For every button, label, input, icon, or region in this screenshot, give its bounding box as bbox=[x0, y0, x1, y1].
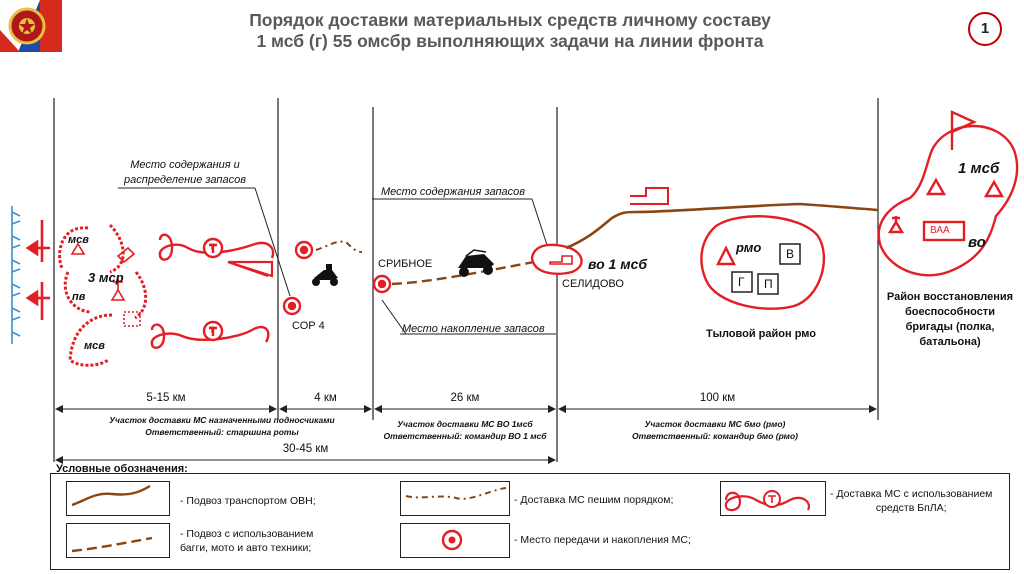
legend-foot-swatch bbox=[400, 481, 510, 516]
legend-point-text: - Место передачи и накопления МС; bbox=[514, 534, 691, 546]
sribnoe-label: СРИБНОЕ bbox=[378, 258, 433, 270]
distance-26: 26 км bbox=[450, 392, 480, 404]
storage-label: Место содержания запасов bbox=[381, 186, 525, 198]
accumulation-label: Место накопление запасов bbox=[402, 323, 545, 335]
title-line-1: Порядок доставки материальных средств ли… bbox=[249, 10, 771, 30]
vo-label: во bbox=[968, 234, 986, 251]
legend-uav-swatch bbox=[720, 481, 826, 516]
msr3-label: 3 мср bbox=[88, 270, 124, 285]
legend-title: Условные обозначения: bbox=[56, 463, 188, 475]
building-v-label: В bbox=[786, 247, 795, 261]
storage-distribution-label: Место содержания и распределение запасов bbox=[124, 159, 246, 186]
legend-point-swatch bbox=[400, 523, 510, 558]
buggy-route bbox=[391, 260, 535, 286]
legend-buggy-text: - Подвоз с использованием багги, мото и … bbox=[180, 528, 314, 554]
legend-foot-text: - Доставка МС пешим порядком; bbox=[514, 494, 674, 506]
legend-buggy-swatch bbox=[66, 523, 170, 558]
distance-arrows bbox=[55, 405, 877, 464]
distance-total: 30-45 км bbox=[282, 443, 329, 455]
uav-mark-top: Т bbox=[209, 242, 215, 252]
building-g-label: Г bbox=[738, 275, 745, 289]
page-number-badge: 1 bbox=[968, 12, 1002, 46]
vo-1msb-label: во 1 мсб bbox=[588, 256, 648, 272]
restoration-label: Район восстановления боеспособности бриг… bbox=[886, 291, 1014, 348]
building-letters-label: ВАА bbox=[930, 225, 950, 236]
legend-ovn-swatch bbox=[66, 481, 170, 516]
moto-icon bbox=[312, 264, 338, 286]
rear-area-rmo bbox=[700, 215, 826, 310]
foot-route bbox=[315, 240, 363, 253]
section-3-text: Участок доставки МС бмо (рмо) Ответствен… bbox=[632, 419, 798, 441]
uav-route-top bbox=[158, 233, 275, 261]
msb1-label: 1 мсб bbox=[958, 160, 1000, 177]
front-arrows bbox=[25, 220, 50, 320]
distance-4: 4 км bbox=[314, 392, 337, 404]
building-p-label: П bbox=[764, 277, 773, 291]
front-line bbox=[11, 206, 21, 344]
buggy-icon bbox=[458, 249, 494, 277]
legend-uav-text: - Доставка МС с использованием средств Б… bbox=[830, 488, 993, 514]
ovn-route bbox=[565, 202, 879, 250]
pv-label: пв bbox=[72, 291, 86, 303]
legend-panel bbox=[50, 473, 1010, 570]
rmo-label: рмо bbox=[736, 240, 762, 255]
vo-1msb-area bbox=[530, 243, 583, 275]
page-title: Порядок доставки материальных средств ли… bbox=[180, 10, 840, 52]
distance-100: 100 км bbox=[699, 392, 736, 404]
section-2-text: Участок доставки МС ВО 1мсб Ответственны… bbox=[383, 419, 547, 441]
msv-top-label: мсв bbox=[68, 234, 89, 246]
distance-5-15: 5-15 км bbox=[146, 392, 186, 404]
zone-boundaries bbox=[53, 98, 879, 462]
unit-symbols bbox=[70, 242, 141, 327]
msv-bottom-label: мсв bbox=[84, 340, 105, 352]
selidovo-label: СЕЛИДОВО bbox=[562, 278, 624, 290]
emblem-icon bbox=[0, 0, 62, 52]
sor4-label: СОР 4 bbox=[292, 320, 325, 332]
transfer-points bbox=[282, 240, 392, 316]
leader-lines bbox=[118, 187, 556, 335]
ovn-flag-icon bbox=[630, 187, 669, 205]
restoration-area bbox=[877, 110, 1019, 277]
uav-mark-bottom: Т bbox=[209, 325, 215, 335]
title-line-2: 1 мсб (г) 55 омсбр выполняющих задачи на… bbox=[256, 31, 764, 51]
rear-area-label: Тыловой район рмо bbox=[706, 328, 816, 340]
section-1-text: Участок доставки МС назначенными подносч… bbox=[109, 415, 335, 437]
uav-route-bottom bbox=[150, 320, 270, 349]
legend-ovn-text: - Подвоз транспортом ОВН; bbox=[180, 495, 316, 507]
